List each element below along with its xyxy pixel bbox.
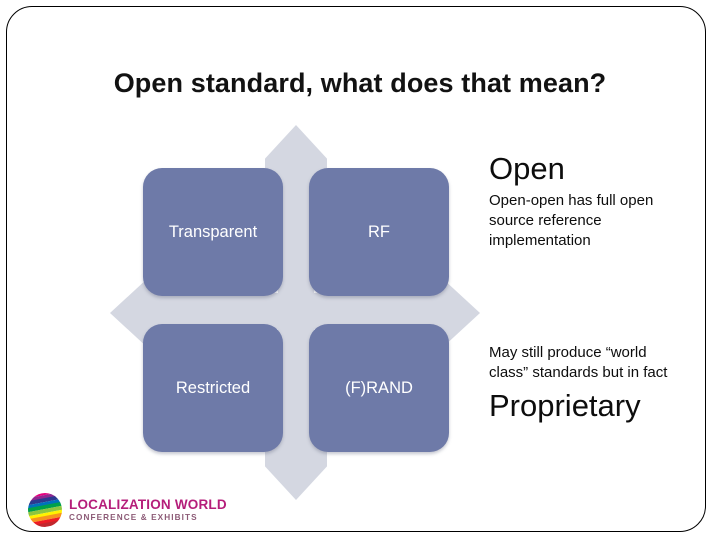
page-title: Open standard, what does that mean? xyxy=(113,68,607,98)
localization-world-logo: LOCALIZATION WORLD CONFERENCE & EXHIBITS xyxy=(28,490,227,530)
matrix-cell-restricted[interactable]: Restricted xyxy=(143,324,283,452)
proprietary-body-text: May still produce “world class” standard… xyxy=(489,344,668,381)
matrix-cell-rf[interactable]: RF xyxy=(309,168,449,296)
two-by-two-matrix-diagram: Transparent RF Restricted (F)RAND xyxy=(110,125,480,500)
side-note-open: Open Open-open has full open source refe… xyxy=(489,152,689,251)
open-heading: Open xyxy=(489,151,565,186)
logo-tagline: CONFERENCE & EXHIBITS xyxy=(69,512,198,522)
arrow-horizontal-band xyxy=(150,293,442,329)
side-note-proprietary: May still produce “world class” standard… xyxy=(489,343,689,422)
proprietary-heading: Proprietary xyxy=(489,387,641,423)
matrix-cell-transparent[interactable]: Transparent xyxy=(143,168,283,296)
logo-name: LOCALIZATION WORLD xyxy=(69,497,227,513)
globe-icon xyxy=(28,493,62,527)
open-body-text: Open-open has full open source reference… xyxy=(489,192,654,250)
logo-wordmark: LOCALIZATION WORLD CONFERENCE & EXHIBITS xyxy=(69,498,227,522)
matrix-cell-frand[interactable]: (F)RAND xyxy=(309,324,449,452)
arrow-down-icon xyxy=(265,442,327,500)
